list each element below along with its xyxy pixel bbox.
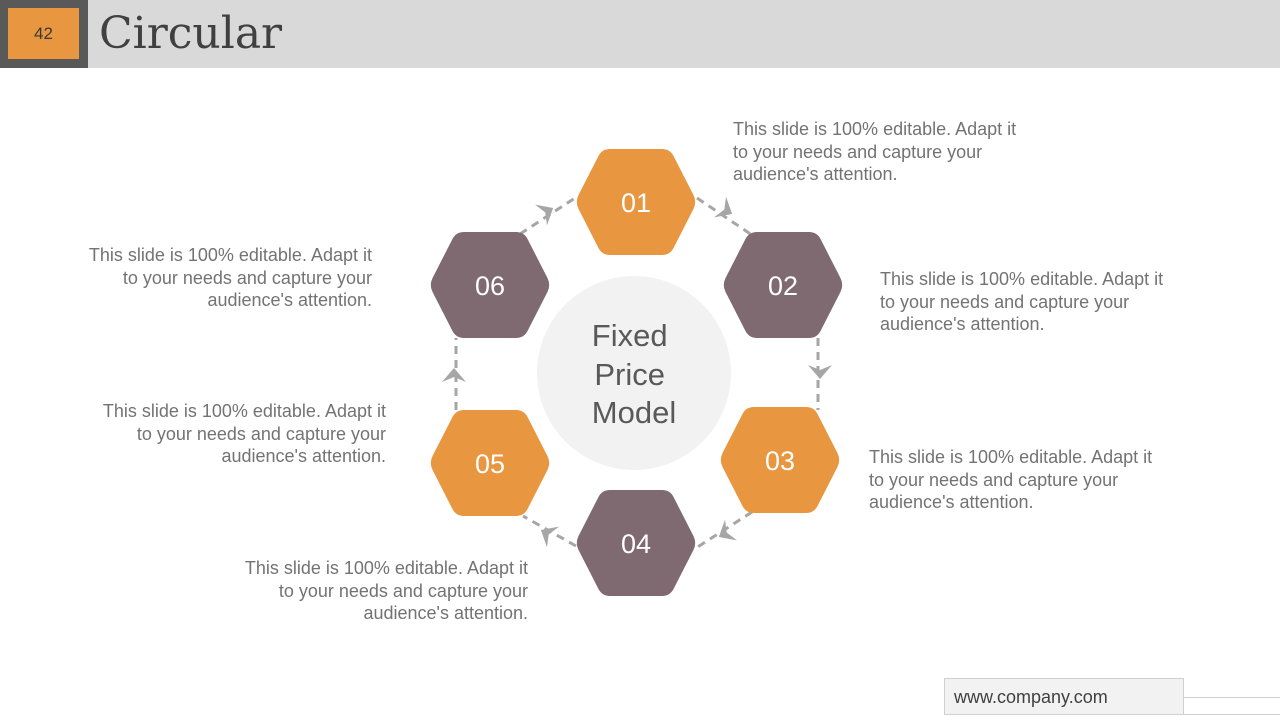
hexagon-step-01	[576, 149, 696, 255]
step-number-06: 06	[475, 271, 505, 301]
hexagon-step-02	[723, 232, 843, 338]
description-03: This slide is 100% editable. Adapt it to…	[869, 447, 1153, 512]
description-06: This slide is 100% editable. Adapt it to…	[88, 245, 372, 310]
arrow-01-02-icon	[714, 196, 733, 218]
hexagon-steps: 01 02 03 04 05 06	[430, 149, 843, 596]
center-label-line-3: Model	[592, 395, 676, 430]
center-label: Fixed Price Model	[592, 318, 676, 430]
description-02: This slide is 100% editable. Adapt it to…	[880, 269, 1164, 334]
slide-title: Circular	[99, 8, 283, 59]
step-number-05: 05	[475, 449, 505, 479]
step-number-03: 03	[765, 446, 795, 476]
hexagon-step-06	[430, 232, 550, 338]
arrow-06-01-icon	[535, 204, 554, 226]
center-label-line-2: Price	[594, 357, 665, 392]
connector-01-02	[696, 196, 753, 237]
arrow-03-04-icon	[718, 519, 737, 541]
arrows	[442, 196, 832, 548]
step-number-02: 02	[768, 271, 798, 301]
footer-url-box: www.company.com	[944, 678, 1184, 715]
footer-divider-2	[1184, 714, 1280, 715]
slide-number: 42	[8, 8, 79, 59]
description-05: This slide is 100% editable. Adapt it to…	[102, 401, 386, 466]
center-circle	[537, 276, 731, 470]
footer-url: www.company.com	[954, 687, 1108, 707]
hexagon-step-05	[430, 410, 550, 516]
footer-divider-1	[1184, 697, 1280, 698]
arrow-04-05-icon	[540, 526, 559, 548]
step-number-01: 01	[621, 188, 651, 218]
arrow-02-03-icon	[808, 365, 832, 379]
slide-number-box: 42	[0, 0, 88, 68]
description-01: This slide is 100% editable. Adapt it to…	[733, 119, 1017, 184]
description-04: This slide is 100% editable. Adapt it to…	[244, 558, 528, 623]
title-bar: 42 Circular	[0, 0, 1280, 68]
center-label-line-1: Fixed	[592, 318, 668, 353]
hexagon-step-04	[576, 490, 696, 596]
hexagon-step-03	[720, 407, 840, 513]
step-number-04: 04	[621, 529, 651, 559]
arrow-05-06-icon	[442, 368, 466, 382]
